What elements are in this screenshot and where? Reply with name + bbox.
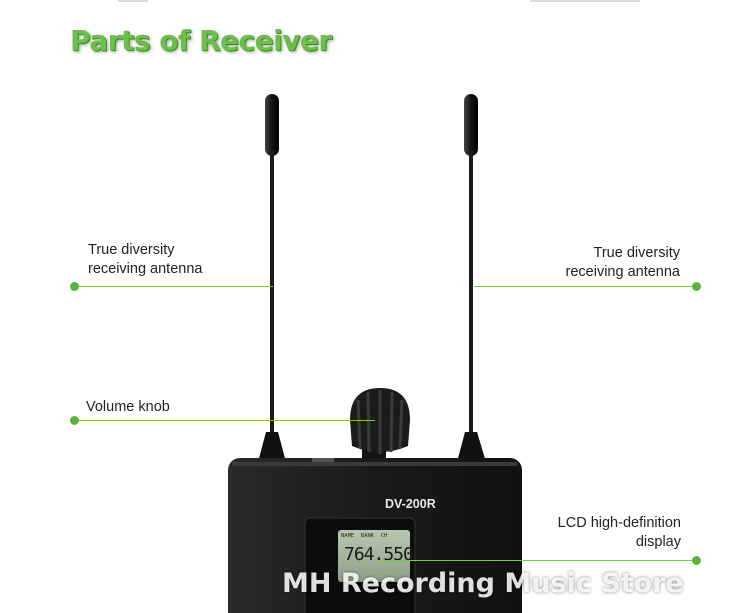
callout-antenna-right-line bbox=[474, 286, 696, 287]
callout-lcd-line bbox=[378, 560, 696, 561]
right-antenna bbox=[457, 94, 486, 462]
callout-antenna-left-label: True diversity receiving antenna bbox=[88, 241, 202, 279]
callout-volume-knob-line bbox=[75, 420, 375, 421]
page-title: Parts of Receiver bbox=[70, 24, 332, 57]
top-edge-sliver bbox=[530, 0, 640, 2]
callout-volume-knob-label: Volume knob bbox=[86, 399, 170, 415]
callout-lcd-label: LCD high-definition display bbox=[520, 514, 681, 552]
model-label: DV-200R bbox=[385, 497, 436, 511]
callout-antenna-right-dot bbox=[692, 282, 701, 291]
top-edge-sliver bbox=[118, 0, 148, 2]
callout-antenna-right-label: True diversity receiving antenna bbox=[540, 244, 680, 282]
callout-lcd-line2: display bbox=[635, 534, 681, 550]
store-watermark: MH Recording Music Store bbox=[282, 568, 684, 599]
lcd-top-labels: NAME BANK CH bbox=[341, 533, 388, 539]
callout-antenna-right-line2: receiving antenna bbox=[565, 264, 680, 280]
callout-antenna-right-line1: True diversity bbox=[593, 245, 680, 261]
callout-volume-knob-dot bbox=[70, 416, 79, 425]
callout-lcd-line1: LCD high-definition bbox=[557, 515, 681, 531]
callout-antenna-left-line2: receiving antenna bbox=[88, 261, 203, 277]
left-antenna bbox=[258, 94, 286, 462]
callout-antenna-left-line bbox=[75, 286, 273, 287]
callout-antenna-left-dot bbox=[70, 282, 79, 291]
callout-antenna-left-line1: True diversity bbox=[88, 242, 175, 258]
callout-lcd-dot bbox=[692, 556, 701, 565]
lcd-frequency: 764.550 bbox=[344, 544, 414, 565]
lcd-screen bbox=[338, 530, 410, 582]
volume-knob bbox=[350, 388, 410, 464]
